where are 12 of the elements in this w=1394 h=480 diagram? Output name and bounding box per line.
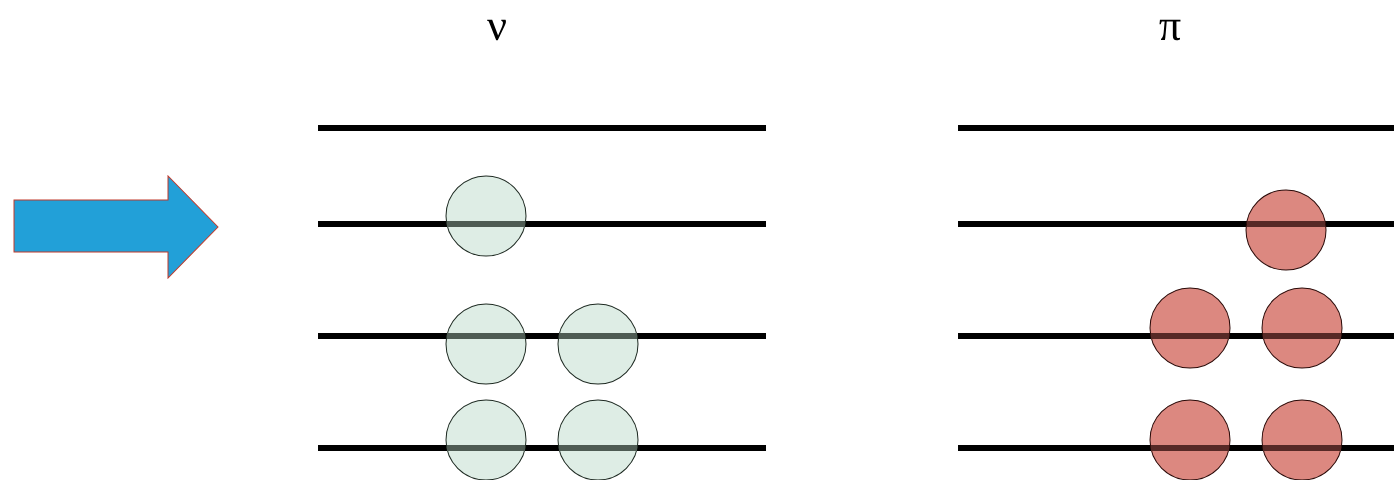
particle-circle xyxy=(1261,399,1343,480)
particle-circle xyxy=(1245,189,1327,271)
particle-circle xyxy=(1261,287,1343,369)
particle-circle xyxy=(1149,399,1231,480)
particle-circle xyxy=(557,303,639,385)
panel-label: π xyxy=(1159,19,1181,41)
particle-circle xyxy=(445,399,527,480)
particle-circle xyxy=(1149,287,1231,369)
particle-circle xyxy=(445,175,527,257)
panel-label: ν xyxy=(487,19,506,41)
particle-circle xyxy=(445,303,527,385)
particle-circle xyxy=(557,399,639,480)
